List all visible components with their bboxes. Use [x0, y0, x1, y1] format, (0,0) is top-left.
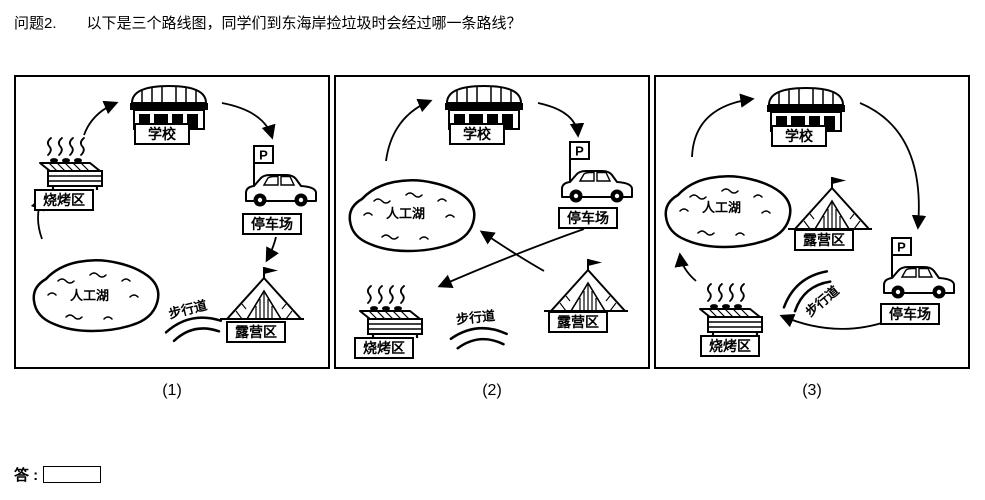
camping-label: 露营区: [794, 229, 854, 251]
route-panel-1: 学校 烧烤区 停车场 露营区 人工湖 步行道: [14, 75, 330, 369]
parking-icon: [245, 145, 317, 208]
route-arrow: [83, 100, 119, 136]
question-number: 问题2.: [14, 15, 57, 32]
answer-input[interactable]: [43, 466, 102, 483]
question-title: 问题2. 以下是三个路线图，同学们到东海岸捡垃圾时会经过哪一条路线？: [14, 12, 522, 33]
tent-icon: [543, 258, 629, 312]
tent-icon: [219, 266, 305, 320]
bbq-grill-icon: [38, 136, 104, 192]
lake-label: 人工湖: [70, 288, 110, 303]
route-arrow: [479, 230, 545, 272]
walkway-label: 步行道: [455, 307, 496, 327]
route-panel-2: 学校 人工湖 停车场 露营区 烧烤区 步行道: [334, 75, 650, 369]
route-arrow: [779, 313, 889, 330]
bbq-grill-icon: [358, 284, 424, 340]
lake-label: 人工湖: [702, 200, 742, 215]
panel-numbers: (1) (2) (3): [14, 382, 970, 400]
route-panels: 学校 烧烤区 停车场 露营区 人工湖 步行道 学校 人工湖 停车场 露营区 烧烤…: [14, 75, 970, 369]
lake-label: 人工湖: [386, 206, 426, 221]
bbq-label: 烧烤区: [700, 335, 760, 357]
panel-number-3: (3): [802, 382, 822, 399]
route-diagram-2: [348, 85, 633, 350]
camping-label: 露营区: [548, 311, 608, 333]
panel-number-2: (2): [482, 382, 502, 399]
school-label: 学校: [449, 123, 505, 145]
bbq-grill-icon: [698, 282, 764, 338]
answer-row: 答 :: [14, 464, 102, 485]
school-label: 学校: [134, 123, 190, 145]
parking-icon: [561, 141, 633, 204]
parking-icon: [883, 237, 955, 300]
camping-label: 露营区: [226, 321, 286, 343]
route-arrow: [437, 228, 585, 288]
tent-icon: [787, 176, 873, 230]
route-arrow: [691, 93, 755, 158]
route-arrow: [385, 98, 433, 162]
parking-label: 停车场: [880, 303, 940, 325]
question-text: 以下是三个路线图，同学们到东海岸捡垃圾时会经过哪一条路线？: [86, 15, 522, 32]
school-label: 学校: [771, 125, 827, 147]
panel-number-1: (1): [162, 382, 182, 399]
parking-label: 停车场: [242, 213, 302, 235]
route-diagram-3: [664, 87, 955, 338]
route-arrow: [265, 236, 279, 263]
route-arrow: [221, 102, 276, 140]
route-arrow: [537, 102, 585, 138]
bbq-label: 烧烤区: [354, 337, 414, 359]
route-arrow: [674, 252, 697, 282]
bbq-label: 烧烤区: [34, 189, 94, 211]
route-panel-3: 学校 人工湖 露营区 停车场 烧烤区 步行道: [654, 75, 970, 369]
walkway-icon: [448, 324, 509, 350]
parking-label: 停车场: [558, 207, 618, 229]
route-arrow: [859, 102, 927, 230]
answer-label: 答 :: [14, 467, 39, 484]
